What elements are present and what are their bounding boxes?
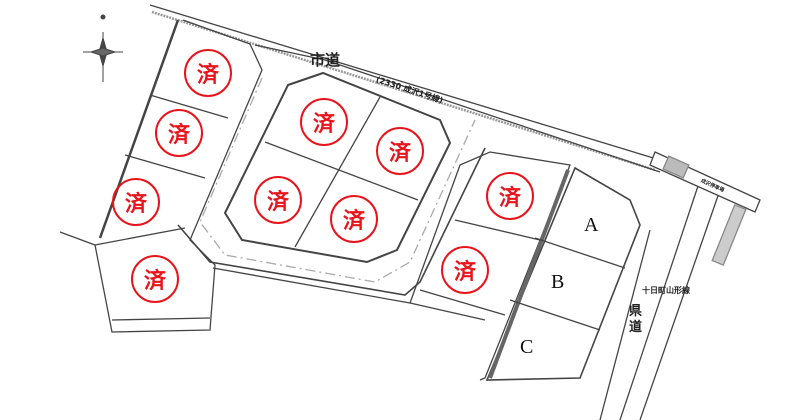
sold-stamp: 済	[131, 255, 179, 303]
lot-divider	[111, 317, 211, 321]
city-road-label: 市道	[310, 51, 341, 69]
sold-stamp: 済	[184, 49, 232, 97]
city-road-inner-edge	[254, 44, 661, 173]
sold-stamp: 済	[112, 178, 160, 226]
left-block	[59, 19, 263, 333]
lot-divider	[124, 154, 206, 179]
lot-divider	[419, 289, 506, 316]
lot-divider	[149, 94, 229, 119]
prefectural-road-edge	[619, 179, 701, 420]
lot-b-label: B	[551, 271, 565, 293]
city-road-edge	[149, 4, 661, 161]
lot-a-label: A	[584, 214, 599, 236]
prefectural-road-edge	[599, 229, 651, 420]
prefectural-road-label: 県道	[629, 304, 643, 335]
road-edge	[177, 147, 486, 296]
sold-stamp: 済	[330, 195, 378, 243]
block-divider	[488, 169, 570, 379]
station-platform	[711, 204, 747, 266]
prefectural-road-name: 十日町山形線	[642, 286, 690, 295]
lot-divider	[534, 237, 626, 269]
sold-stamp: 済	[254, 176, 302, 224]
station-platform	[662, 155, 690, 179]
road-edge	[409, 302, 486, 321]
lot-c-label: C	[520, 336, 534, 358]
sold-stamp: 済	[155, 109, 203, 157]
compass-icon	[83, 14, 123, 82]
lot-divider	[294, 96, 381, 248]
road-edge	[212, 267, 411, 304]
lot-divider	[454, 219, 541, 241]
sold-stamp: 済	[300, 98, 348, 146]
central-block	[223, 71, 452, 264]
lot-divider	[264, 141, 419, 201]
sold-stamp: 済	[376, 127, 424, 175]
lot-divider	[94, 227, 186, 246]
lot-divider	[509, 299, 601, 331]
sold-stamp: 済	[441, 246, 489, 294]
prefectural-road-edge	[639, 189, 721, 420]
sold-stamp: 済	[486, 172, 534, 220]
road-centerline	[199, 77, 476, 283]
right-block	[409, 151, 571, 381]
